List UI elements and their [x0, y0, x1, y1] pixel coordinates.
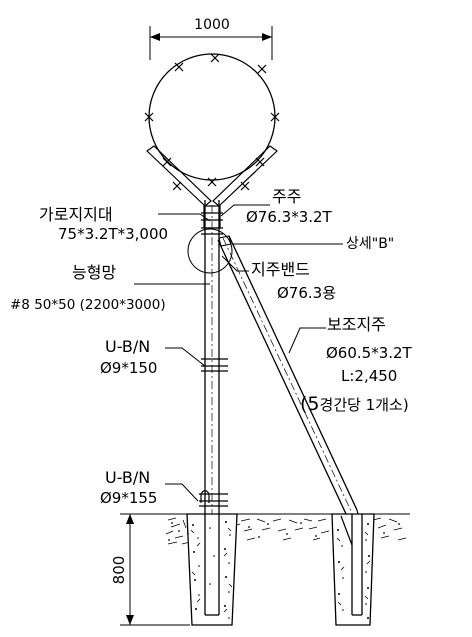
brace-note-open-paren: (: [300, 393, 307, 415]
main-post-name-label: 주주: [272, 187, 301, 206]
upper-ubolt-spec-label: Ø9*150: [100, 359, 157, 377]
crossarm-name-label: 가로지지대: [39, 205, 113, 224]
lower-ubolt-name-label: U-B/N: [105, 468, 150, 487]
detail-b-circle: [187, 228, 233, 274]
footing-depth-dimension: 800: [110, 513, 190, 626]
y-arm-bracket: [146, 145, 278, 207]
crossarm-spec-label: 75*3.2T*3,000: [58, 225, 168, 243]
main-post-footing: [186, 513, 238, 626]
post-band-name-label: 지주밴드: [251, 260, 310, 279]
brace-note-text: 경간당 1개소): [320, 396, 409, 414]
lower-ubolt-spec-label: Ø9*155: [100, 489, 157, 507]
detail-b-label: 상세"B": [346, 236, 394, 252]
mesh-name-label: 능형망: [72, 263, 116, 282]
upper-ubolt-name-label: U-B/N: [105, 337, 150, 356]
annotations: 가로지지대 75*3.2T*3,000 주주 Ø76.3*3.2T 상세"B" …: [10, 187, 413, 507]
footing-depth-dimension-value: 800: [110, 556, 128, 585]
barbed-wire-coil: [144, 53, 280, 187]
top-width-dimension: 1000: [149, 17, 273, 60]
brace-note-label: (5경간당 1개소): [300, 393, 409, 415]
leader-lines: [134, 204, 343, 502]
top-width-dimension-value: 1000: [194, 17, 230, 33]
post-band-spec-label: Ø76.3용: [277, 284, 336, 302]
brace-note-number: 5: [307, 393, 319, 415]
main-post-spec-label: Ø76.3*3.2T: [246, 208, 333, 226]
brace-length-label: L:2,450: [341, 367, 397, 385]
brace-post-footing: [331, 513, 375, 626]
brace-spec-label: Ø60.5*3.2T: [326, 344, 413, 362]
brace-name-label: 보조지주: [327, 315, 386, 334]
mesh-spec-label: #8 50*50 (2200*3000): [10, 297, 166, 313]
